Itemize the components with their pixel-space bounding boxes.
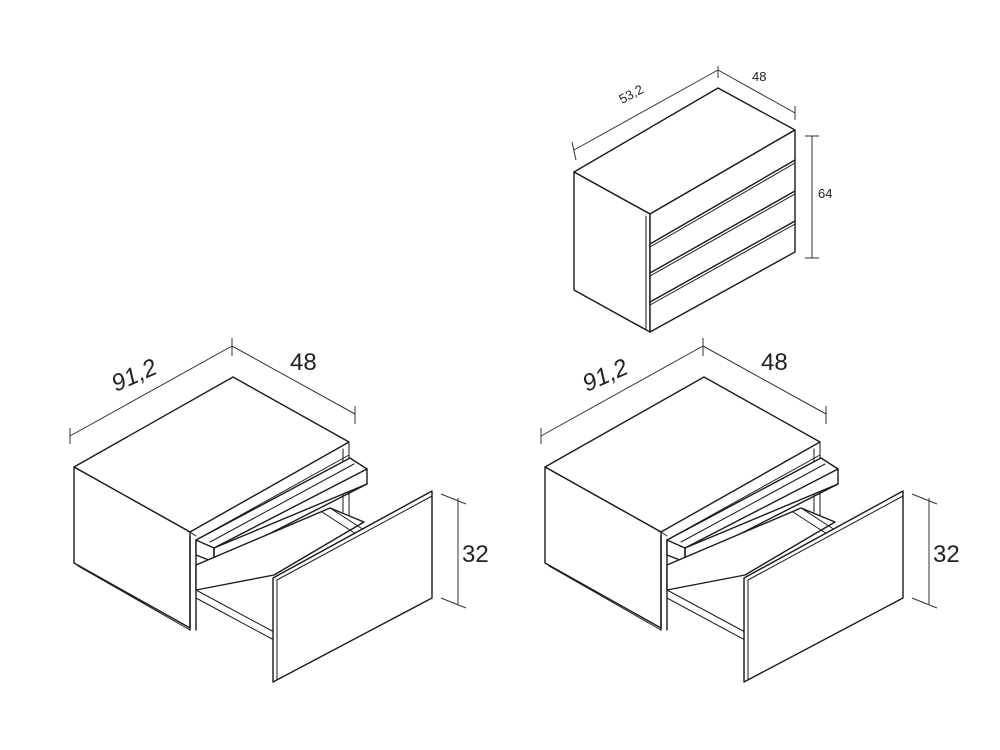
dresser-drawer-line-2 [649,190,796,274]
nightstand-left-height-dimension: 32 [440,493,489,609]
nightstand-left-base-edge [77,565,191,631]
dresser-depth-label: 48 [752,69,766,84]
nightstand-left-height-label: 32 [462,541,489,568]
dresser-drawer-gap-3 [649,223,796,306]
nightstand-left-lower-drawer-front [272,490,433,683]
nightstand-right-height-label: 32 [933,541,960,568]
dresser-drawer-gap-1 [649,162,796,248]
nightstand-right-depth-label: 48 [761,349,788,376]
nightstand-left-depth-dimension: 48 [231,345,356,424]
nightstand-right-width-label: 91,2 [578,354,632,398]
dresser-depth-dimension: 48 [717,69,796,120]
nightstand-left-drawing: 91,2 48 32 [69,338,489,683]
dresser-base-edge [573,289,647,331]
nightstand-right-lower-drawer-front [743,490,904,683]
dresser-height-label: 64 [818,186,832,201]
nightstand-left-depth-label: 48 [290,349,317,376]
dresser-drawing: 53,2 48 64 [571,66,832,333]
nightstand-left-width-label: 91,2 [107,354,161,398]
dresser-drawer-line-3 [649,220,796,303]
dresser-drawer-gap-2 [649,193,796,277]
nightstand-right-height-dimension: 32 [911,493,960,609]
nightstand-right-depth-dimension: 48 [702,345,827,424]
dresser-width-label: 53,2 [616,82,645,107]
dresser-height-dimension: 64 [805,135,832,259]
dresser-drawer-line-1 [649,159,796,245]
nightstand-right-drawing: 91,2 48 32 [540,338,960,683]
